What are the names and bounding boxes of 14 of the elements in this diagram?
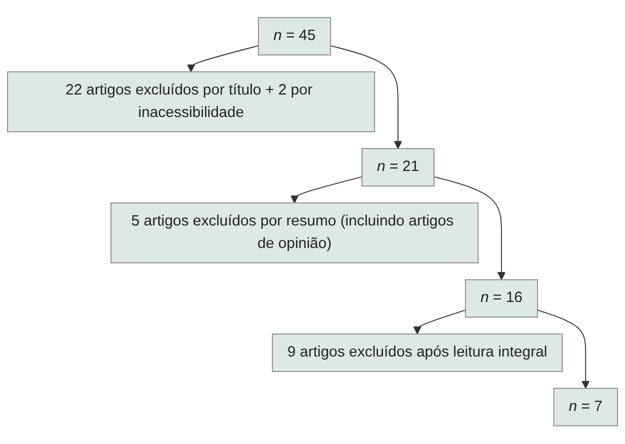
flowchart-drawing: n = 45 22 artigos excluídos por título + 2 por inacessibilidade n = 21 5 artigos excluídos por resumo (incluindo artigos de opinião) n = 16 9 artigos excluídos após leitura integral n = 7 xyxy=(0,10,625,434)
arrow xyxy=(290,176,362,204)
node-box xyxy=(258,17,332,56)
node-box xyxy=(7,72,376,133)
node-box xyxy=(272,334,563,372)
arrow xyxy=(537,310,590,390)
arrow xyxy=(434,176,506,280)
node-box xyxy=(464,280,538,318)
node-box xyxy=(110,202,479,264)
node-box xyxy=(362,148,434,187)
arrow xyxy=(330,46,402,150)
node-box xyxy=(553,388,618,427)
arrow xyxy=(186,46,259,73)
arrow xyxy=(413,310,466,335)
